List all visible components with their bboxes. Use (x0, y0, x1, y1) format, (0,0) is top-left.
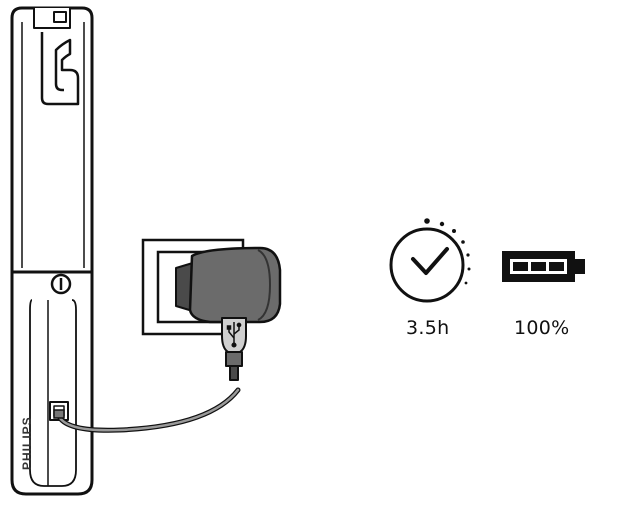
charge-level-label: 100% (514, 317, 570, 339)
brand-text: PHILIPS (20, 416, 34, 470)
usb-power-adapter-icon (175, 246, 282, 381)
flashlight-device-icon (10, 6, 94, 496)
battery-cells (513, 262, 564, 271)
usb-symbol-icon (226, 322, 242, 348)
battery-cell (513, 262, 528, 271)
battery-cell (549, 262, 564, 271)
battery-full-icon (502, 251, 585, 282)
clock-timer-icon (389, 218, 471, 303)
battery-cell (531, 262, 546, 271)
brand-label: PHILIPS (20, 410, 36, 470)
charge-time-label: 3.5h (406, 317, 450, 339)
usb-cable (53, 387, 241, 433)
